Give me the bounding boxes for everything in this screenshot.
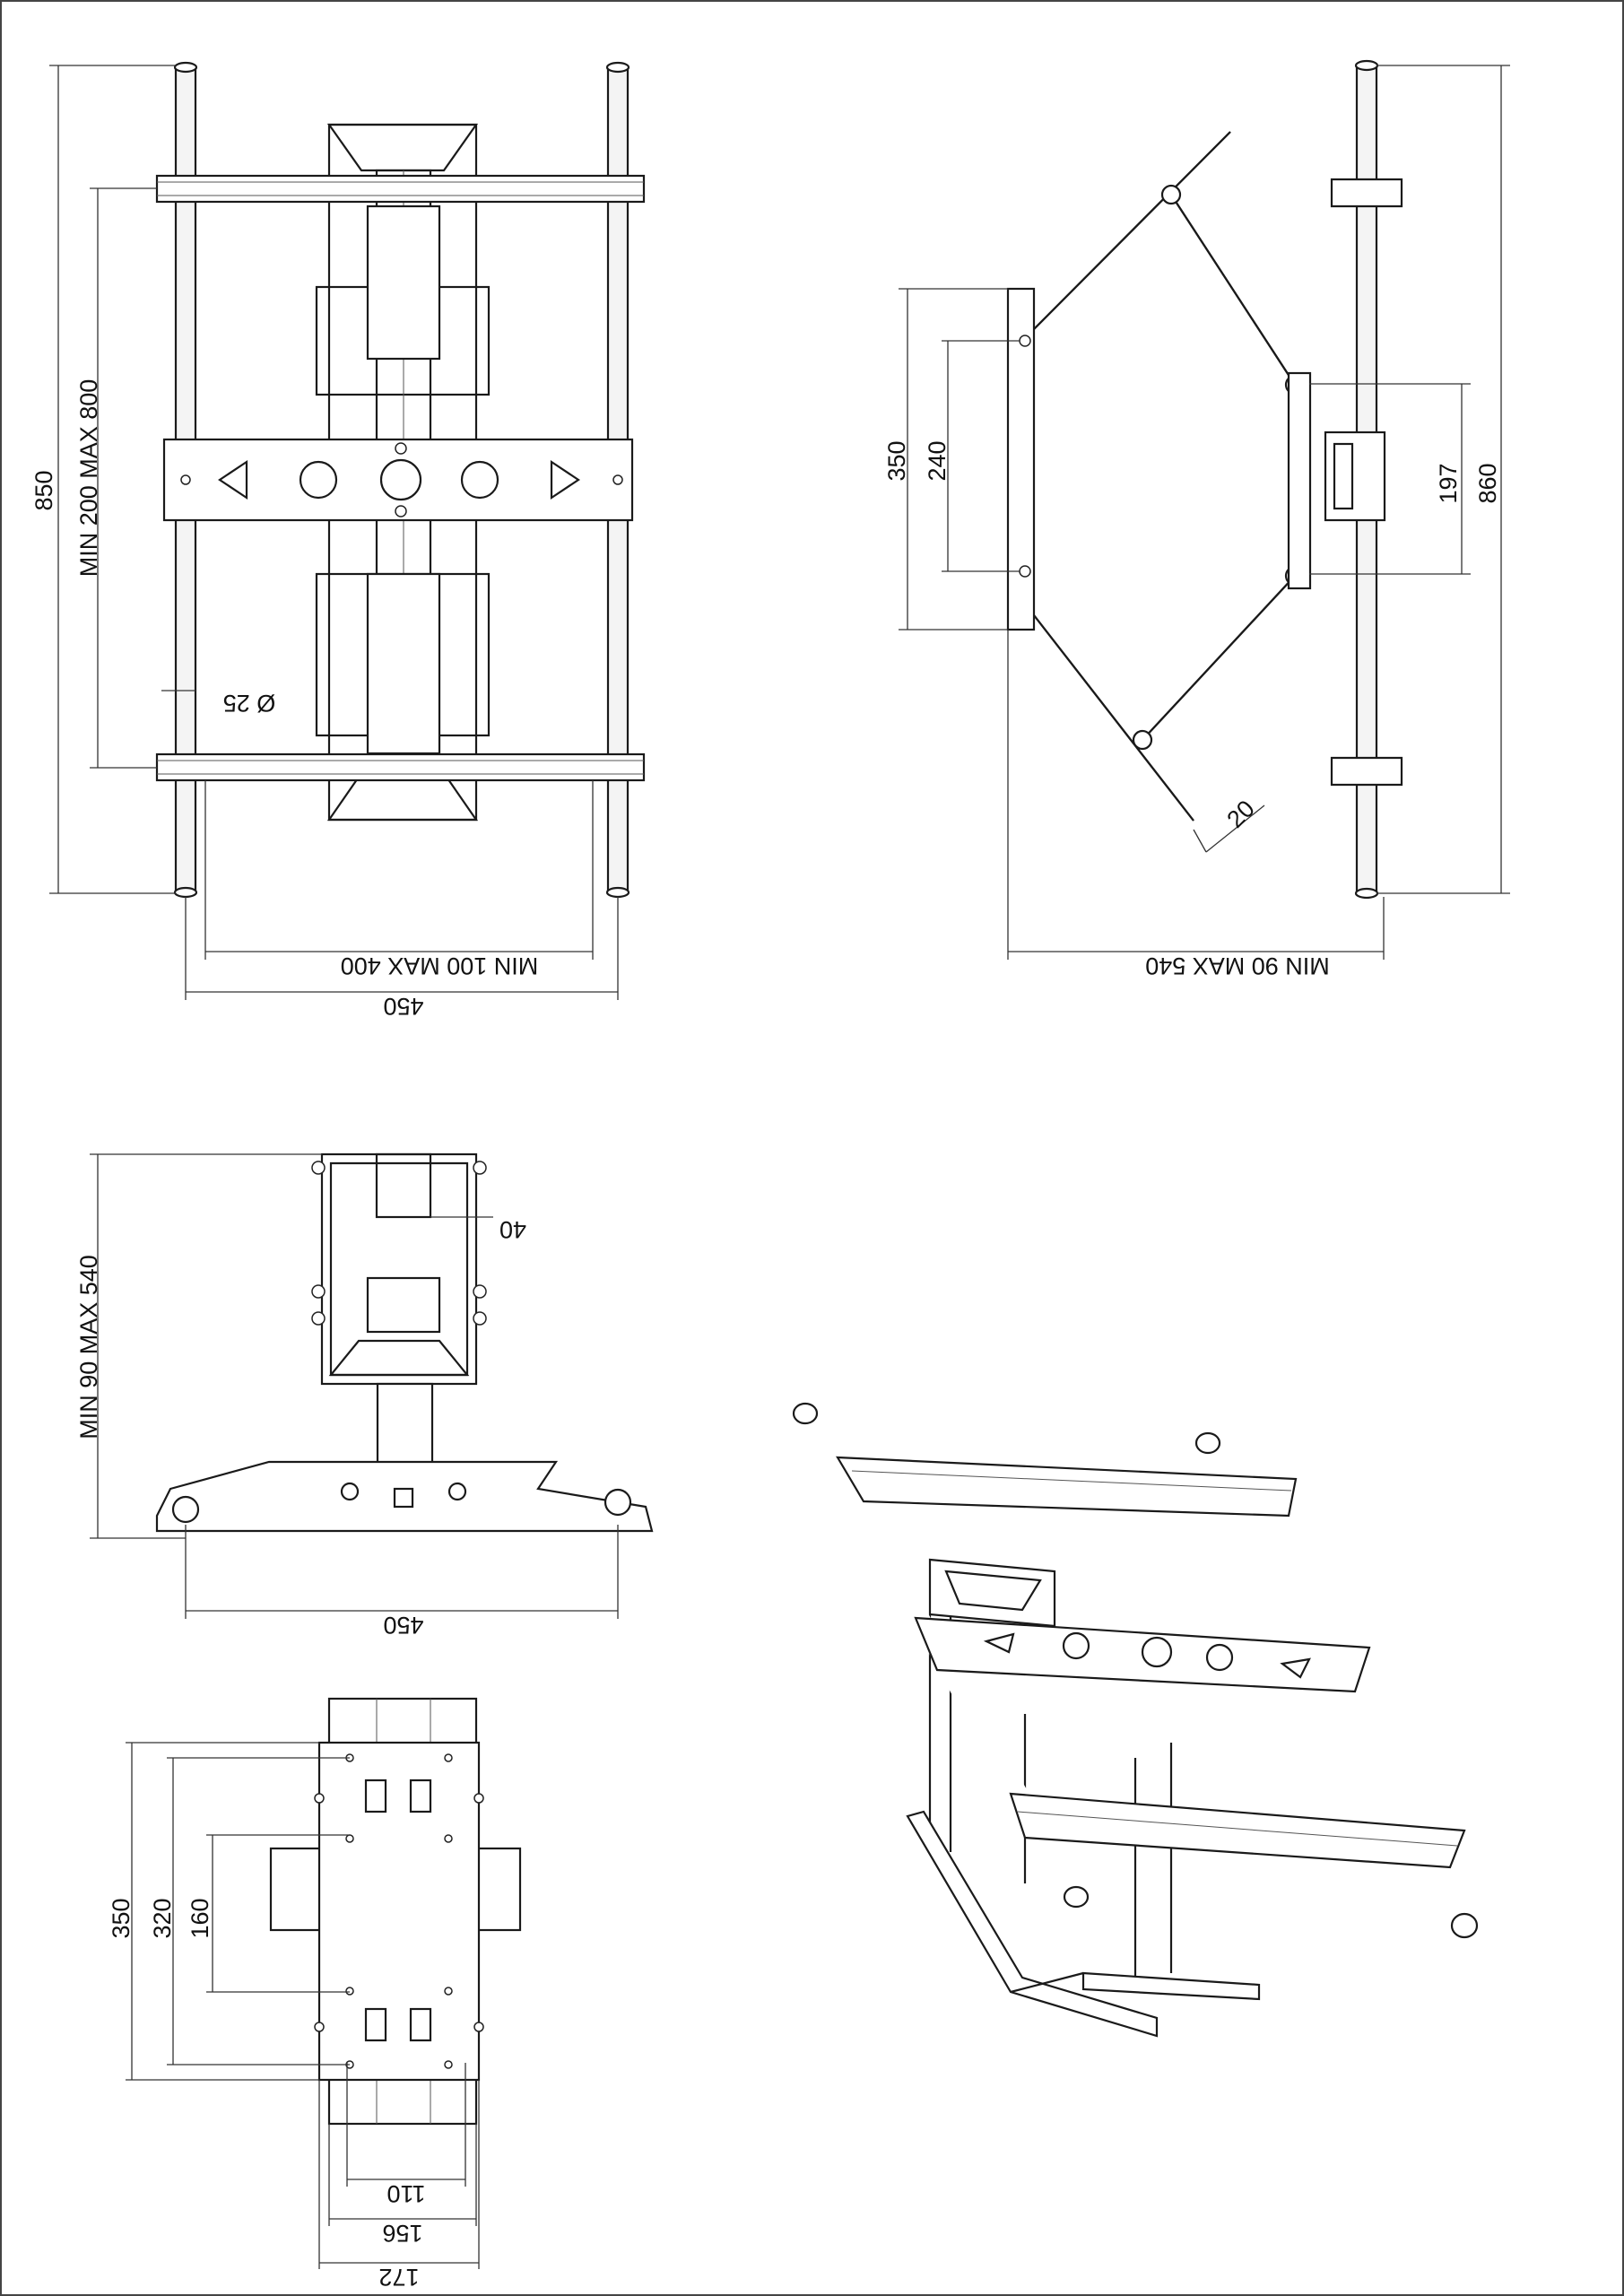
perspective-bottom-bracket xyxy=(906,1810,1261,2038)
dim-width-total: 450 xyxy=(383,993,423,1020)
dim-vesa-vertical: MIN 200 MAX 800 xyxy=(75,379,102,578)
dim-plate-width-inner: 110 xyxy=(386,2180,425,2207)
dim-plate-width-mid: 156 xyxy=(382,2220,422,2247)
top-dimensions xyxy=(90,1153,619,1619)
dim-top-width: 450 xyxy=(383,1612,423,1639)
wall-plate-view: 350 320 160 110 156 172 xyxy=(108,1697,522,2291)
dim-arm-width: 20 xyxy=(1221,795,1259,832)
dim-clamp-spacing: 197 xyxy=(1435,463,1462,503)
dim-plate-width-outer: 172 xyxy=(378,2264,419,2291)
arm-linkage xyxy=(1019,131,1306,822)
top-view: MIN 90 MAX 540 40 450 xyxy=(75,1152,654,1639)
plate-dimensions xyxy=(126,1742,480,2269)
dim-plate-height-inner: 160 xyxy=(187,1898,213,1938)
side-view: 350 240 197 860 20 MIN 90 MAX 540 xyxy=(883,59,1510,979)
perspective-center-plate xyxy=(914,1616,1371,1693)
perspective-top-rail xyxy=(836,1456,1298,1518)
dim-pole-diameter: Ø 25 xyxy=(223,690,276,717)
dim-side-extension: MIN 90 MAX 540 xyxy=(1145,952,1330,979)
front-dimensions xyxy=(49,65,619,1000)
dim-plate-height-mid: 320 xyxy=(149,1898,176,1938)
dim-offset: 40 xyxy=(499,1216,526,1243)
top-rail xyxy=(155,174,646,204)
center-plate xyxy=(162,438,634,522)
front-view: 850 MIN 200 MAX 800 Ø 25 MIN 100 MAX 400… xyxy=(30,61,646,1020)
mounting-plate xyxy=(314,1741,484,2082)
dim-plate-height-outer: 350 xyxy=(108,1898,135,1938)
dim-top-extension: MIN 90 MAX 540 xyxy=(75,1255,102,1439)
dim-vesa-horizontal: MIN 100 MAX 400 xyxy=(341,952,539,979)
dim-height-total: 850 xyxy=(30,470,57,510)
base-rail xyxy=(155,1460,654,1533)
wall-bracket xyxy=(1287,371,1386,590)
side-dimensions xyxy=(899,65,1510,960)
arm-box xyxy=(311,1152,487,1386)
dim-plate-height: 350 xyxy=(883,440,910,481)
dim-hole-spacing: 240 xyxy=(924,440,951,481)
perspective-lower-rail xyxy=(1009,1792,1466,1869)
dim-pole-height: 860 xyxy=(1474,463,1501,503)
perspective-column xyxy=(928,1558,1173,1992)
perspective-view xyxy=(792,1402,1479,2038)
bottom-rail xyxy=(155,752,646,782)
